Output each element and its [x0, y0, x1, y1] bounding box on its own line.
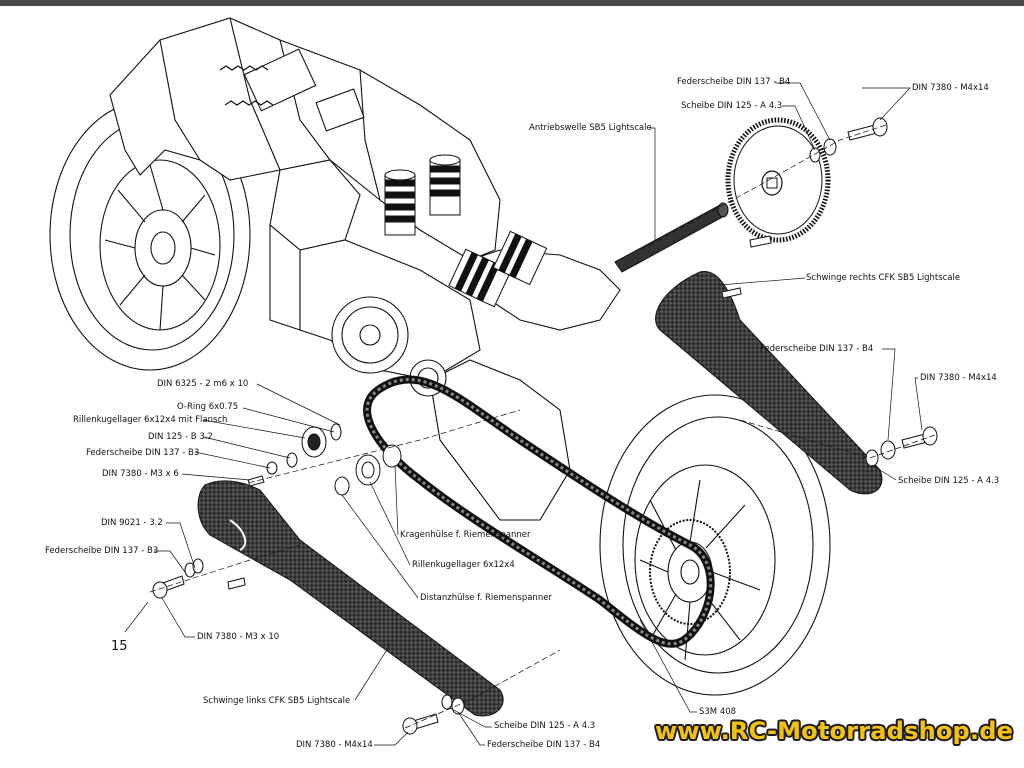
label-scheibe-a43-mid: Scheibe DIN 125 - A 4.3 — [898, 476, 1000, 486]
rear-wheel — [599, 394, 831, 696]
label-federscheibe-b3-low: Federscheibe DIN 137 - B3 — [45, 546, 159, 556]
front-wheel — [49, 99, 251, 371]
label-federscheibe-b4-bottom: Federscheibe DIN 137 - B4 — [487, 740, 601, 750]
label-din7380-m4x14-mid: DIN 7380 - M4x14 — [920, 373, 997, 383]
label-belt: S3M 408 — [699, 707, 737, 717]
label-din9021: DIN 9021 - 3.2 — [101, 518, 163, 528]
label-schwinge-rechts: Schwinge rechts CFK SB5 Lightscale — [806, 273, 961, 283]
label-federscheibe-b4-mid: Federscheibe DIN 137 - B4 — [760, 344, 874, 354]
label-din6325: DIN 6325 - 2 m6 x 10 — [157, 379, 249, 389]
assembly-axis-lines — [149, 124, 936, 729]
leader-lines — [124, 82, 923, 746]
label-din125-b32: DIN 125 - B 3.2 — [148, 432, 213, 442]
label-din7380-m3x10: DIN 7380 - M3 x 10 — [197, 632, 280, 642]
label-rillenkugellager: Rillenkugellager 6x12x4 — [412, 560, 515, 570]
front-springs — [219, 65, 274, 106]
watermark-text: www.RC-Motorradshop.de — [655, 717, 1014, 745]
label-o-ring: O-Ring 6x0.75 — [177, 402, 239, 412]
rear-shocks — [384, 154, 548, 308]
page-number: 15 — [111, 639, 128, 654]
label-scheibe-a43-bottom: Scheibe DIN 125 - A 4.3 — [494, 721, 596, 731]
motor-housing — [331, 296, 447, 397]
label-federscheibe-b4-top: Federscheibe DIN 137 - B4 — [677, 77, 791, 87]
swingarm-left — [197, 480, 504, 717]
spur-gear — [725, 117, 831, 243]
label-antriebswelle: Antriebswelle SB5 Lightscale — [529, 123, 652, 133]
label-rillenkugellager-flansch: Rillenkugellager 6x12x4 mit Flansch — [73, 415, 228, 425]
label-din7380-m4x14-bottom: DIN 7380 - M4x14 — [296, 740, 373, 750]
label-din7380-m3x6: DIN 7380 - M3 x 6 — [102, 469, 179, 479]
label-federscheibe-b3-top: Federscheibe DIN 137 - B3 — [86, 448, 200, 458]
label-schwinge-links: Schwinge links CFK SB5 Lightscale — [203, 696, 351, 706]
swingarm-right — [655, 271, 883, 495]
label-distanzhuelse: Distanzhülse f. Riemenspanner — [420, 593, 552, 603]
label-kragenhuelse: Kragenhülse f. Riemenspanner — [400, 530, 531, 540]
fasteners — [152, 117, 938, 735]
label-scheibe-a43-top: Scheibe DIN 125 - A 4.3 — [681, 101, 783, 111]
drive-shaft — [614, 202, 729, 273]
header-bar — [0, 0, 1024, 6]
drive-belt — [363, 375, 715, 648]
label-din7380-m4x14-top: DIN 7380 - M4x14 — [912, 83, 989, 93]
